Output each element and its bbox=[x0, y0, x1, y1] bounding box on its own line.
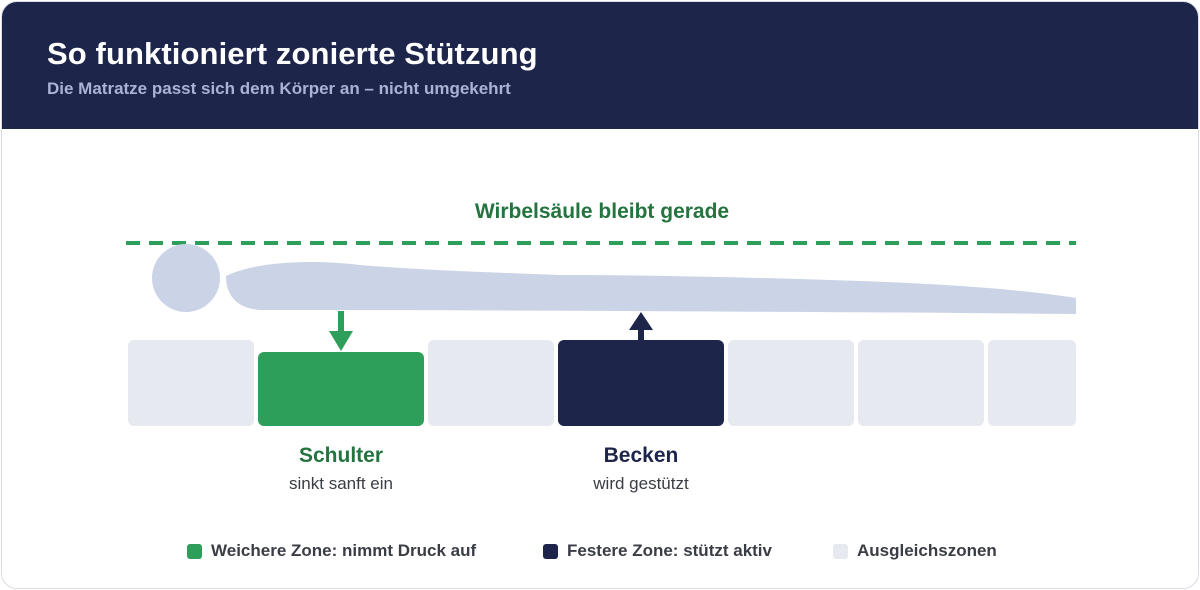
mattress-zone-neutral bbox=[428, 340, 554, 426]
mattress-zone-soft bbox=[258, 352, 424, 426]
legend-label-neutral: Ausgleichszonen bbox=[857, 541, 997, 560]
arrow-up-icon bbox=[629, 312, 653, 341]
header-banner: So funktioniert zonierte Stützung Die Ma… bbox=[2, 2, 1198, 129]
mattress-zone-neutral bbox=[988, 340, 1076, 426]
shoulder-zone-name: Schulter bbox=[298, 444, 384, 467]
shoulder-zone-label: Schulter sinkt sanft ein bbox=[241, 444, 441, 494]
mattress-zone-neutral bbox=[128, 340, 254, 426]
legend-label-soft: Weichere Zone: nimmt Druck auf bbox=[211, 541, 477, 560]
legend-label-firm: Festere Zone: stützt aktiv bbox=[567, 541, 772, 560]
legend-item-soft: Weichere Zone: nimmt Druck auf bbox=[187, 541, 476, 561]
mattress-zones bbox=[128, 311, 1076, 426]
pelvis-zone-label: Becken wird gestützt bbox=[541, 444, 741, 494]
neutral-zone-swatch bbox=[833, 543, 848, 559]
soft-zone-swatch bbox=[187, 543, 202, 559]
page-title: So funktioniert zonierte Stützung bbox=[47, 36, 538, 71]
body-silhouette bbox=[226, 262, 1076, 314]
legend-item-neutral: Ausgleichszonen bbox=[833, 541, 997, 561]
mattress-zone-neutral bbox=[858, 340, 984, 426]
pelvis-zone-description: wird gestützt bbox=[593, 474, 689, 493]
firm-zone-swatch bbox=[543, 543, 558, 559]
shoulder-zone-description: sinkt sanft ein bbox=[289, 474, 393, 493]
page-subtitle: Die Matratze passt sich dem Körper an – … bbox=[47, 79, 511, 98]
legend-item-firm: Festere Zone: stützt aktiv bbox=[543, 541, 772, 561]
spine-label: Wirbelsäule bleibt gerade bbox=[475, 200, 729, 223]
pelvis-zone-name: Becken bbox=[603, 444, 679, 467]
mattress-zone-neutral bbox=[728, 340, 854, 426]
mattress-zone-firm bbox=[558, 340, 724, 426]
arrow-down-icon bbox=[329, 311, 353, 351]
head-shape bbox=[152, 244, 220, 312]
